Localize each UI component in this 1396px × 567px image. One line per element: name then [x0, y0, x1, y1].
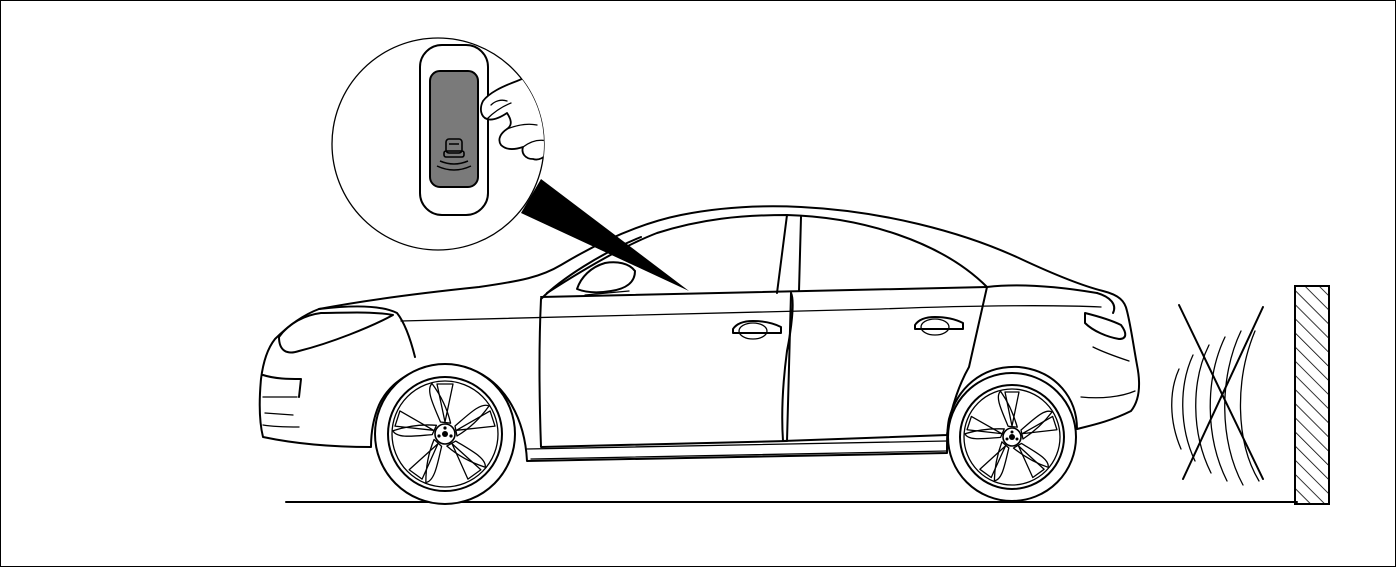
callout-pointer: [521, 179, 689, 291]
front-door-handle: [733, 321, 781, 339]
rear-door-handle: [915, 317, 963, 335]
rear-wheel: [948, 373, 1076, 501]
callout-magnifier: [332, 38, 641, 250]
front-wheel: [375, 364, 515, 504]
obstacle-wall: [1295, 286, 1329, 504]
